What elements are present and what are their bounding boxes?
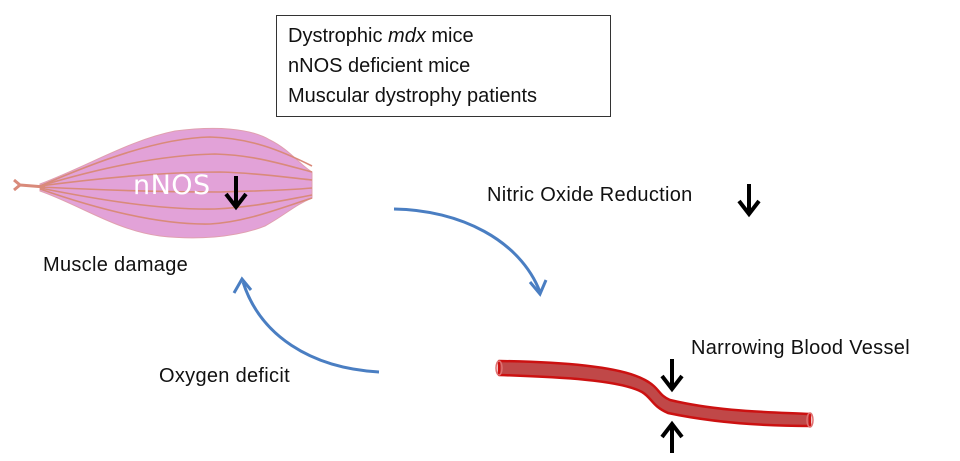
conditions-box: Dystrophic mdx mice nNOS deficient mice … [276,15,611,117]
nnos-down-arrow-icon [224,176,248,211]
narrowing-up-arrow-icon [660,420,684,453]
muscle-damage-label: Muscle damage [43,254,189,276]
cycle-arrowhead-down-icon [528,279,548,297]
nnos-label: nNOS [133,170,211,201]
condition-suffix: mice [425,25,474,47]
narrowing-down-arrow-icon [660,359,684,393]
nitric-oxide-down-arrow-icon [737,184,761,218]
cycle-arrow-to-vessel [393,207,542,293]
oxygen-deficit-label: Oxygen deficit [159,365,290,387]
nitric-oxide-reduction-label: Nitric Oxide Reduction [487,184,693,206]
muscle-fibers [39,136,313,225]
condition-nnos-deficient-mice: nNOS deficient mice [288,55,471,77]
blood-vessel-illustration [495,359,814,428]
condition-mdx-mice: Dystrophic mdx mice [288,21,610,51]
condition-italic-term: mdx [388,25,426,47]
narrowing-blood-vessel-label: Narrowing Blood Vessel [691,337,910,359]
muscle-illustration [13,127,313,239]
cycle-arrowhead-up-icon [232,276,253,294]
condition-prefix: Dystrophic [288,25,389,47]
cycle-arrow-to-muscle [241,281,380,374]
condition-md-patients: Muscular dystrophy patients [288,85,538,107]
